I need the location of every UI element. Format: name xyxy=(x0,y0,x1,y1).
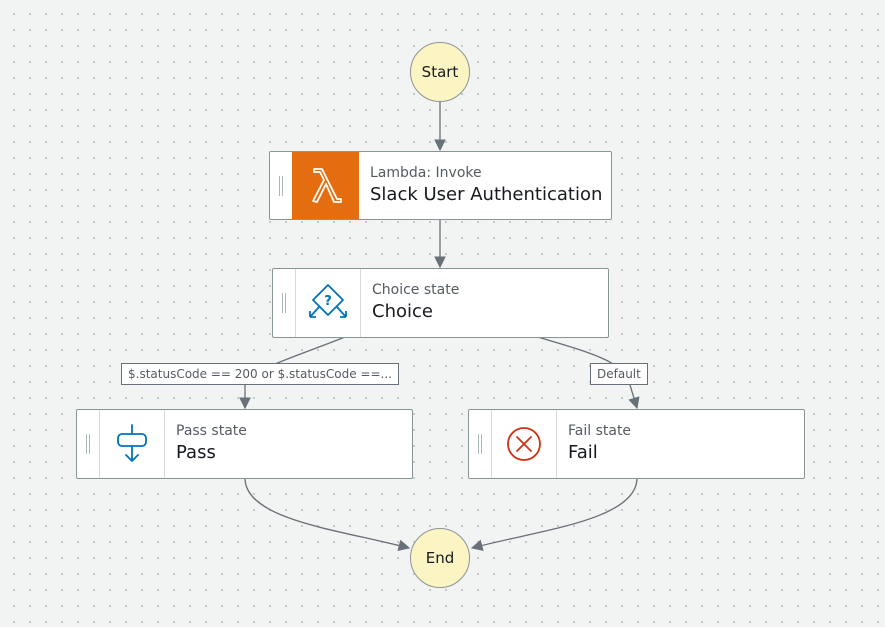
default-rule-label[interactable]: Default xyxy=(590,363,648,385)
state-type-label: Lambda: Invoke xyxy=(370,164,482,181)
start-label: Start xyxy=(421,63,459,81)
state-type-label: Fail state xyxy=(568,423,632,439)
fail-icon xyxy=(491,410,557,478)
state-choice[interactable]: ? Choice state Choice xyxy=(272,268,609,338)
state-type-label: Pass state xyxy=(176,423,247,439)
state-fail[interactable]: Fail state Fail xyxy=(468,409,805,479)
state-type-label: Choice state xyxy=(372,282,460,298)
edge-pass-to-end xyxy=(244,477,411,552)
state-name-label: Pass xyxy=(176,442,216,463)
choice-rule-label[interactable]: $.statusCode == 200 or $.statusCode ==..… xyxy=(121,363,399,385)
state-name-label: Fail xyxy=(568,442,598,463)
state-pass[interactable]: Pass state Pass xyxy=(76,409,413,479)
choice-icon: ? xyxy=(295,269,361,337)
lambda-icon xyxy=(292,152,359,219)
edge-fail-to-end xyxy=(470,477,638,551)
state-lambda-invoke[interactable]: Lambda: Invoke Slack User Authentication xyxy=(269,151,612,220)
end-label: End xyxy=(425,549,455,567)
state-name-label: Choice xyxy=(372,301,433,322)
drag-handle[interactable] xyxy=(273,269,295,337)
pass-icon xyxy=(99,410,165,478)
drag-handle[interactable] xyxy=(77,410,99,478)
start-node[interactable]: Start xyxy=(410,42,470,102)
edge-default-to-fail xyxy=(628,384,640,410)
end-node[interactable]: End xyxy=(410,528,470,588)
drag-handle[interactable] xyxy=(270,152,292,219)
drag-handle[interactable] xyxy=(469,410,491,478)
svg-text:?: ? xyxy=(324,294,332,309)
state-name-label: Slack User Authentication xyxy=(370,183,603,205)
